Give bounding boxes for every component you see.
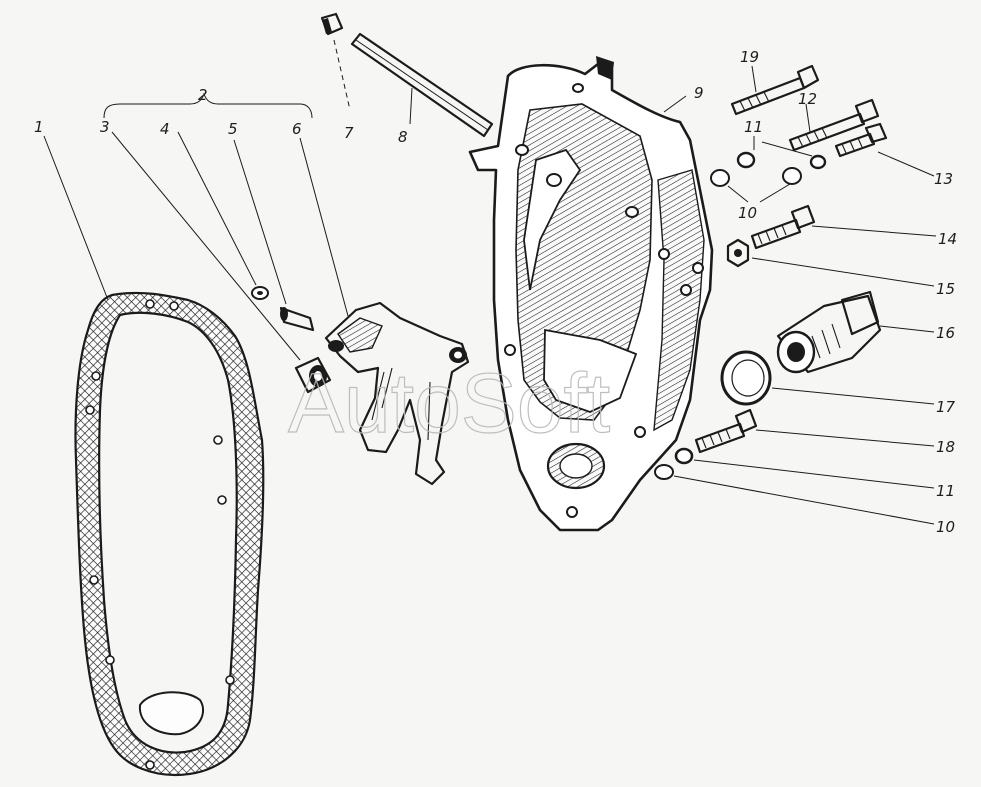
watermark: AutoSoft [288,356,610,450]
callout-numbers: 1 2 3 4 5 6 7 8 9 19 12 11 13 10 14 15 1… [34,48,957,536]
callout-3: 3 [100,118,110,136]
callout-11-upper: 11 [744,118,763,136]
bolt-14 [750,204,816,250]
housing-cover [468,56,714,532]
bolt-13 [834,122,888,158]
callout-5: 5 [228,120,238,138]
bolt-18 [694,408,758,454]
callout-14: 14 [938,230,957,248]
gasket [74,291,265,777]
pin [279,306,315,332]
callout-19: 19 [740,48,759,66]
sealing-ring [720,350,772,406]
callout-13: 13 [934,170,953,188]
callout-15: 15 [936,280,955,298]
callout-2: 2 [198,86,208,104]
callout-8: 8 [398,128,408,146]
small-washer [251,286,269,300]
plug [320,12,344,36]
callout-9: 9 [694,84,704,102]
lock-washers-lower [654,447,694,480]
callout-10-upper: 10 [738,204,757,222]
lock-washers-upper [710,151,827,187]
callout-12: 12 [798,90,817,108]
leader-lines [43,39,937,525]
callout-10-lower: 10 [936,518,955,536]
callout-1: 1 [34,118,44,136]
lever-fork [324,301,470,486]
bolt-19 [730,64,820,116]
callout-11-lower: 11 [936,482,955,500]
callout-18: 18 [936,438,955,456]
shaft-rod [350,32,494,138]
callout-16: 16 [936,324,955,342]
bushing [294,356,332,394]
union-fitting [776,290,882,374]
callout-17: 17 [936,398,956,416]
nut [726,238,750,268]
callout-7: 7 [344,124,354,142]
callout-6: 6 [292,120,302,138]
callout-4: 4 [160,120,170,138]
bolt-12 [788,98,880,152]
